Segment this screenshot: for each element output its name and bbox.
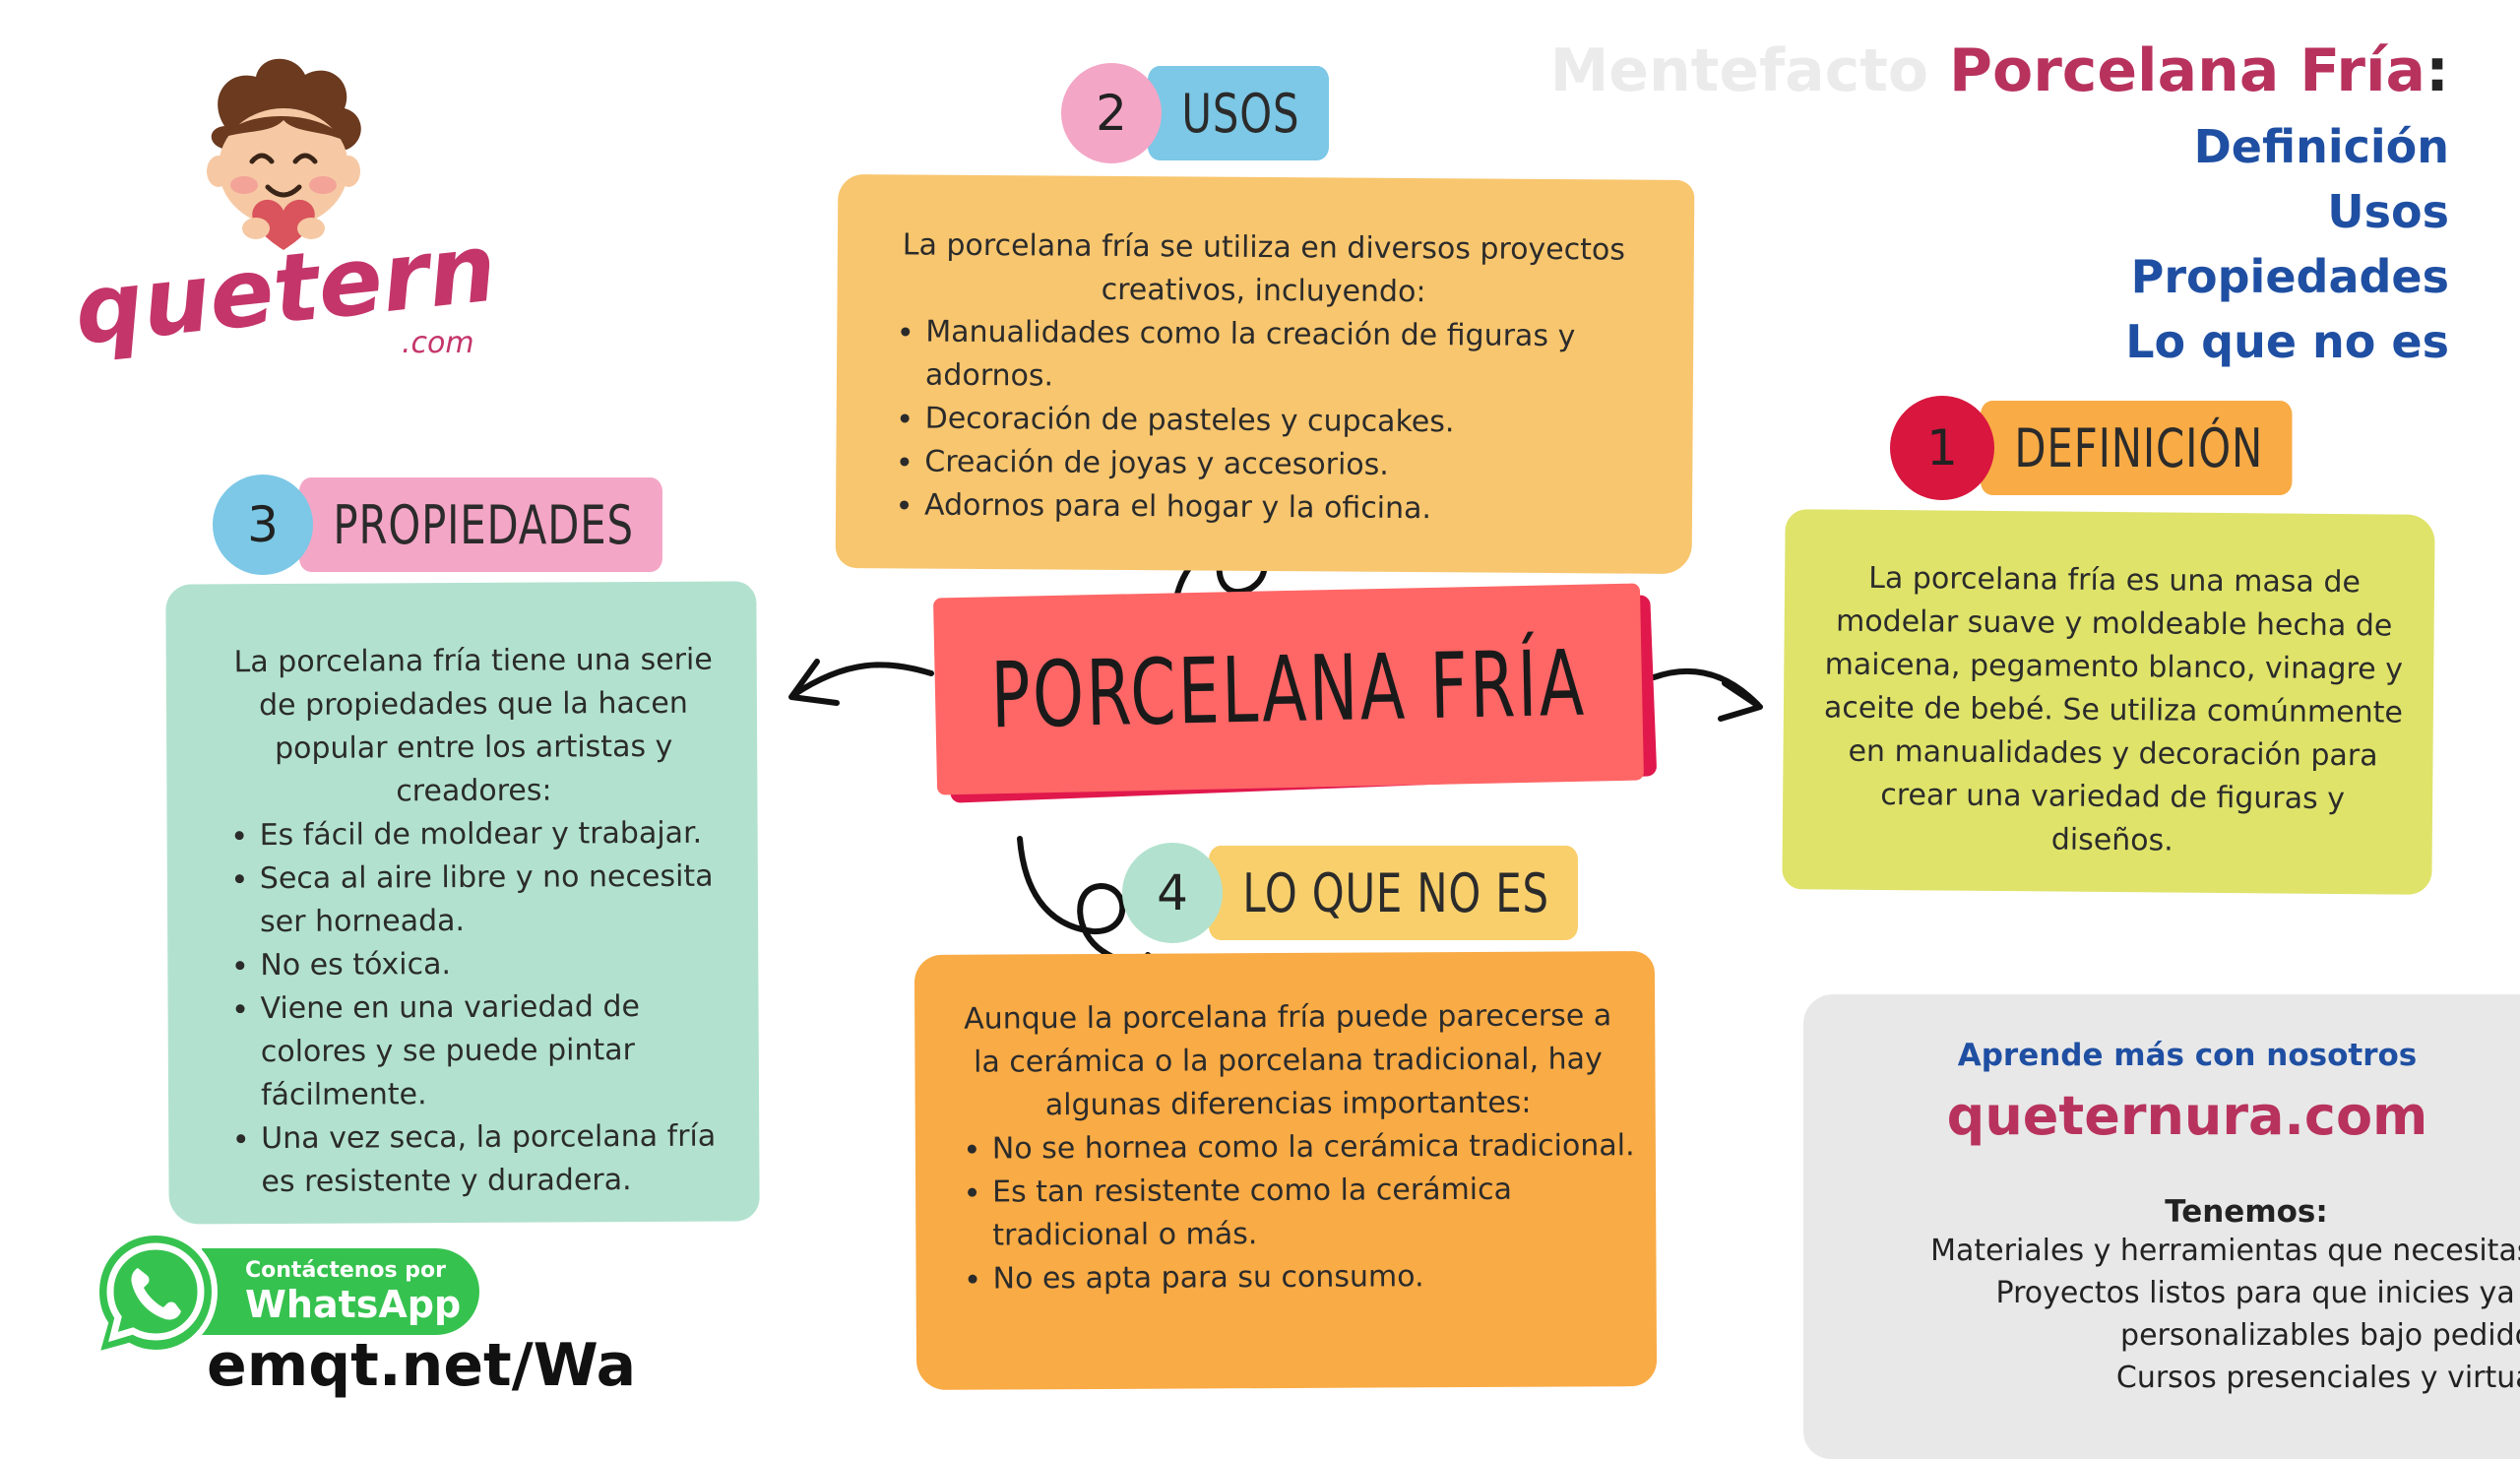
topic-lo-que-no-es: Lo que no es (2125, 315, 2449, 368)
list-item: Manualidades como la creación de figuras… (925, 311, 1674, 403)
lo-que-no-es-list: No se hornea como la cerámica tradiciona… (959, 1124, 1643, 1301)
badge-label: USOS (1148, 66, 1329, 160)
card-propiedades: La porcelana fría tiene una serie de pro… (165, 581, 760, 1225)
list-item: Una vez seca, la porcelana fría es resis… (261, 1115, 724, 1204)
whatsapp-link[interactable]: emqt.net/Wa (207, 1331, 637, 1400)
info-site-link[interactable]: queternura.com (1946, 1085, 2428, 1147)
list-item: Es tan resistente como la cerámica tradi… (992, 1168, 1642, 1257)
badge-label: DEFINICIÓN (1981, 401, 2293, 495)
list-item: Seca al aire libre y no necesita ser hor… (260, 856, 723, 944)
arrow-icon (788, 659, 840, 706)
arrow-icon (1651, 667, 1761, 708)
list-item: Es fácil de moldear y trabajar. (260, 812, 723, 857)
list-item: Adornos para el hogar y la oficina. (924, 484, 1672, 533)
central-node: PORCELANA FRÍA (932, 583, 1645, 795)
whatsapp-big-text: WhatsApp (245, 1283, 462, 1326)
badge-number: 1 (1890, 396, 1994, 500)
page-title: Mentefacto Porcelana Fría: (1550, 35, 2449, 106)
list-item: Viene en una variedad de colores y se pu… (260, 985, 724, 1117)
section-badge-definicion: 1 DEFINICIÓN (1890, 396, 2343, 500)
whatsapp-icon[interactable] (87, 1225, 224, 1363)
badge-label: LO QUE NO ES (1209, 846, 1579, 940)
card-lo-que-no-es: Aunque la porcelana fría puede parecerse… (914, 951, 1658, 1390)
usos-intro: La porcelana fría se utiliza en diversos… (902, 227, 1626, 310)
whatsapp-button[interactable]: Contáctenos por WhatsApp (202, 1248, 479, 1335)
info-line: Cursos presenciales y virtual (2115, 1361, 2520, 1395)
info-line: Materiales y herramientas que necesitas. (1930, 1234, 2520, 1268)
topic-definicion: Definición (2193, 120, 2449, 173)
propiedades-list: Es fácil de moldear y trabajar. Seca al … (226, 812, 724, 1205)
header: Mentefacto Porcelana Fría: Definición Us… (1550, 35, 2449, 374)
usos-list: Manualidades como la creación de figuras… (891, 310, 1674, 533)
badge-number: 3 (213, 475, 313, 575)
whatsapp-small-text: Contáctenos por (245, 1258, 447, 1283)
lo-que-no-es-intro: Aunque la porcelana fría puede parecerse… (964, 998, 1612, 1123)
badge-number: 2 (1061, 63, 1162, 163)
list-item: Creación de joyas y accesorios. (924, 441, 1672, 489)
topic-usos: Usos (2327, 185, 2449, 238)
section-badge-propiedades: 3 PROPIEDADES (213, 475, 722, 575)
topic-list: Definición Usos Propiedades Lo que no es (1550, 114, 2449, 374)
info-line: personalizables bajo pedido. (2120, 1318, 2520, 1353)
list-item: No es tóxica. (260, 942, 723, 987)
title-colon: : (2426, 36, 2449, 105)
list-item: No se hornea como la cerámica tradiciona… (992, 1124, 1642, 1171)
title-main: Porcelana Fría (1949, 36, 2426, 105)
card-definicion: La porcelana fría es una masa de modelar… (1782, 509, 2435, 895)
badge-number: 4 (1122, 843, 1223, 943)
queternura-logo: queternura .com (70, 58, 492, 364)
badge-label: PROPIEDADES (299, 477, 663, 572)
propiedades-intro: La porcelana fría tiene una serie de pro… (233, 642, 713, 809)
card-usos: La porcelana fría se utiliza en diversos… (835, 173, 1695, 575)
info-learn: Aprende más con nosotros (1957, 1038, 2418, 1073)
info-box: Aprende más con nosotros queternura.com … (1803, 994, 2520, 1459)
arrow-icon (1718, 680, 1763, 722)
logo-suffix: .com (402, 326, 474, 360)
topic-propiedades: Propiedades (2130, 250, 2449, 303)
info-line: Proyectos listos para que inicies ya y (1995, 1276, 2520, 1310)
central-label: PORCELANA FRÍA (989, 630, 1588, 748)
boy-holding-heart-icon (207, 58, 361, 250)
info-tenemos: Tenemos: (2165, 1194, 2328, 1230)
definicion-text: La porcelana fría es una masa de modelar… (1823, 560, 2404, 858)
arrow-icon (790, 662, 934, 698)
title-prefix: Mentefacto (1549, 36, 1929, 105)
list-item: No es apta para su consumo. (992, 1254, 1642, 1300)
section-badge-usos: 2 USOS (1061, 63, 1358, 163)
list-item: Decoración de pasteles y cupcakes. (925, 398, 1673, 446)
section-badge-lo-que-no-es: 4 LO QUE NO ES (1122, 843, 1638, 943)
